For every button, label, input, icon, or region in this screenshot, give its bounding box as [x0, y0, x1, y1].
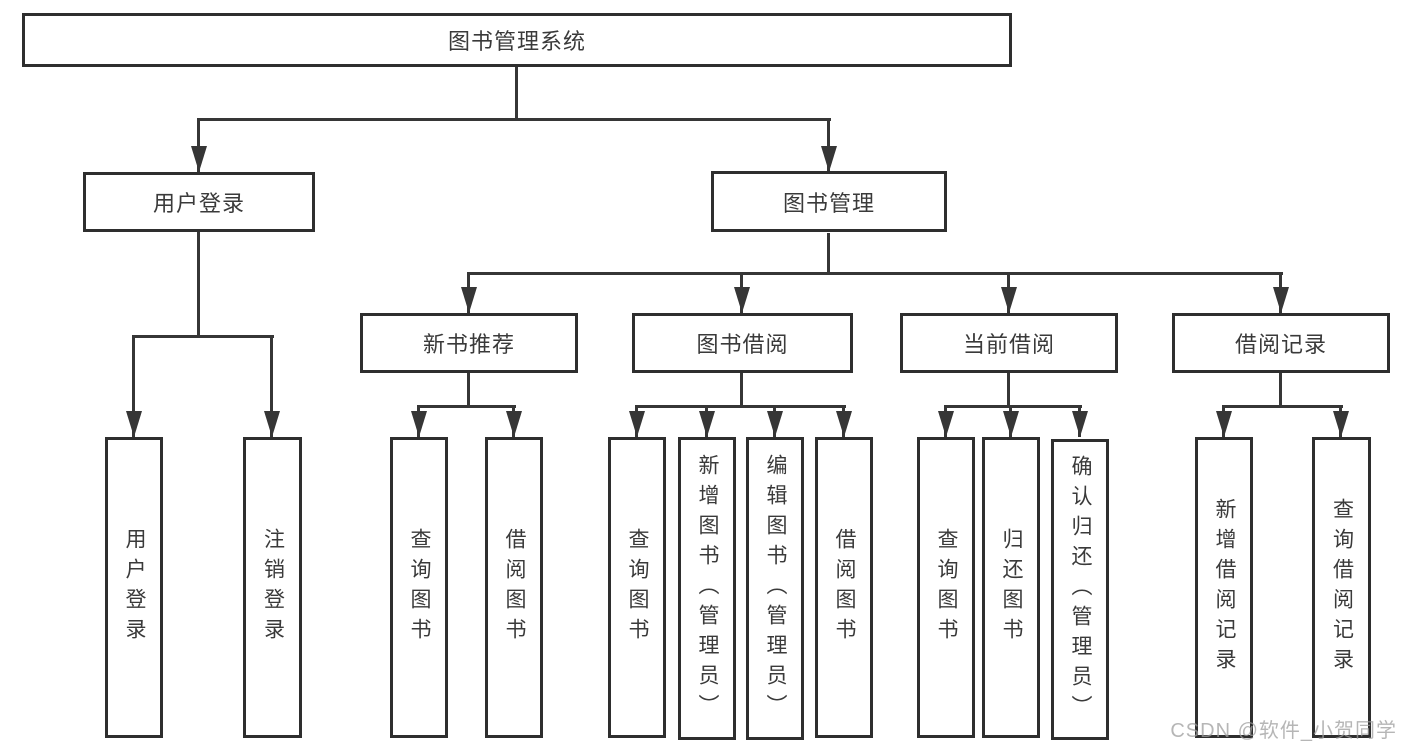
connector-arrowhead	[126, 411, 142, 437]
node-new-book-recommend: 新书推荐	[360, 313, 578, 373]
node-borrow-records: 借阅记录	[1172, 313, 1390, 373]
leaf-add-book-admin: 新增图书（管理员）	[678, 437, 736, 740]
connector-arrowhead	[264, 411, 280, 437]
leaf-logout: 注销登录	[243, 437, 302, 738]
leaf-label: 归还图书	[1000, 527, 1023, 648]
connector-arrowhead	[506, 411, 522, 437]
connector-arrowhead	[461, 287, 477, 313]
connector-arrowhead	[629, 411, 645, 437]
leaf-label: 注销登录	[261, 527, 285, 648]
connector-vline	[270, 335, 273, 437]
node-current-borrow: 当前借阅	[900, 313, 1118, 373]
connector-arrowhead	[411, 411, 427, 437]
leaf-label: 查询借阅记录	[1330, 497, 1354, 678]
connector-arrowhead	[836, 411, 852, 437]
connector-arrowhead	[1273, 287, 1289, 313]
connector-hline	[417, 405, 516, 408]
leaf-edit-book-admin: 编辑图书（管理员）	[746, 437, 804, 740]
connector-arrowhead	[191, 146, 207, 172]
leaf-borrow-books-recommend: 借阅图书	[485, 437, 543, 738]
leaf-query-borrow-record: 查询借阅记录	[1312, 437, 1371, 738]
leaf-query-books-recommend: 查询图书	[390, 437, 448, 738]
leaf-label: 用户登录	[123, 527, 146, 648]
csdn-watermark: CSDN @软件_小贺同学	[1170, 720, 1397, 742]
leaf-label: 新增图书（管理员）	[696, 453, 719, 724]
leaf-label: 借阅图书	[833, 527, 856, 648]
leaf-return-book: 归还图书	[982, 437, 1040, 738]
connector-hline	[1222, 405, 1343, 408]
connector-vline	[197, 118, 200, 172]
connector-hline	[635, 405, 846, 408]
node-root: 图书管理系统	[22, 13, 1012, 67]
connector-arrowhead	[767, 411, 783, 437]
leaf-label: 查询图书	[408, 527, 431, 648]
leaf-user-login: 用户登录	[105, 437, 163, 738]
connector-hline	[197, 118, 831, 121]
connector-vline	[132, 335, 135, 437]
connector-vline	[515, 67, 518, 118]
connector-arrowhead	[734, 287, 750, 313]
connector-arrowhead	[699, 411, 715, 437]
leaf-label: 借阅图书	[503, 527, 526, 648]
connector-vline	[467, 373, 470, 405]
node-book-borrow: 图书借阅	[632, 313, 853, 373]
leaf-add-borrow-record: 新增借阅记录	[1195, 437, 1253, 738]
connector-hline	[944, 405, 1082, 408]
leaf-query-books-current: 查询图书	[917, 437, 975, 738]
connector-arrowhead	[1072, 411, 1088, 437]
connector-arrowhead	[821, 146, 837, 172]
connector-hline	[467, 272, 1283, 275]
connector-vline	[827, 233, 830, 272]
connector-vline	[1007, 373, 1010, 405]
connector-arrowhead	[1333, 411, 1349, 437]
connector-arrowhead	[1003, 411, 1019, 437]
node-user-login: 用户登录	[83, 172, 315, 232]
leaf-borrow-books: 借阅图书	[815, 437, 873, 738]
connector-arrowhead	[1216, 411, 1232, 437]
connector-vline	[827, 118, 830, 172]
leaf-label: 查询图书	[626, 527, 649, 648]
leaf-label: 查询图书	[935, 527, 958, 648]
connector-vline	[197, 232, 200, 335]
leaf-query-books-borrow: 查询图书	[608, 437, 666, 738]
leaf-confirm-return-admin: 确认归还（管理员）	[1051, 439, 1109, 740]
connector-arrowhead	[938, 411, 954, 437]
connector-vline	[740, 373, 743, 405]
node-book-management: 图书管理	[711, 171, 947, 232]
leaf-label: 确认归还（管理员）	[1069, 454, 1092, 725]
connector-hline	[132, 335, 274, 338]
connector-arrowhead	[1001, 287, 1017, 313]
connector-vline	[1279, 373, 1282, 405]
leaf-label: 编辑图书（管理员）	[764, 453, 787, 724]
leaf-label: 新增借阅记录	[1213, 497, 1236, 678]
